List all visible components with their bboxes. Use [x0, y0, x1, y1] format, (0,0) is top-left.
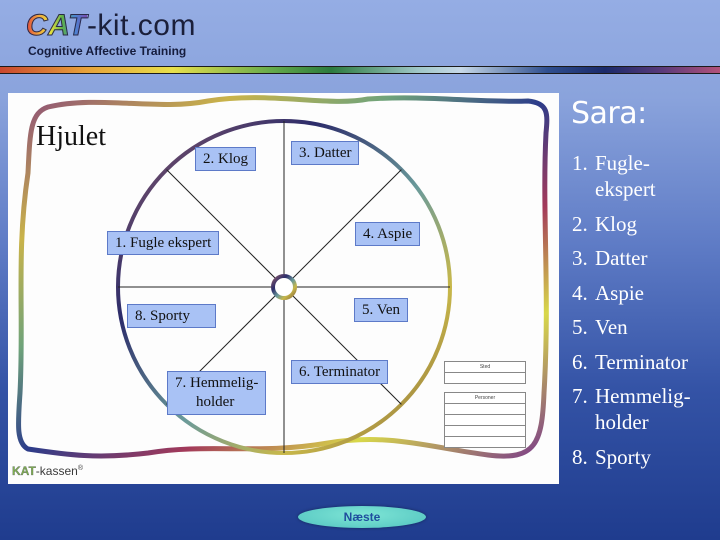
list-item: 2.Klog — [572, 211, 637, 236]
segment-label-3: 3. Datter — [291, 141, 360, 165]
segment-label-6: 6. Terminator — [291, 360, 389, 384]
list-item: 8.Sporty — [572, 444, 652, 469]
list-item: 3.Datter — [572, 246, 648, 270]
segment-label-1: 1. Fugle ekspert — [107, 231, 220, 255]
segment-label-2: 2. Klog — [195, 147, 256, 171]
list-item: 1.Fugle-ekspert — [572, 151, 656, 201]
place-form: Sted — [444, 361, 526, 384]
list-item: 4.Aspie — [572, 280, 644, 305]
list-item: 5.Ven — [572, 315, 628, 339]
logo-tagline: Cognitive Affective Training — [28, 44, 187, 58]
cat-kit-logo: CAT-kit.com Cognitive Affective Training — [26, 9, 196, 58]
list-item: 6.Terminator — [572, 349, 688, 374]
wheel-worksheet-image: Hjulet 1. Fugle ekspert 2. Klog 3. Datte… — [8, 93, 559, 484]
logo-wordmark: CAT-kit.com — [26, 9, 196, 42]
place-form-header: Sted — [445, 362, 525, 373]
worksheet-title: Hjulet — [36, 121, 106, 152]
next-button[interactable]: Næste — [298, 506, 426, 528]
rainbow-frame — [15, 95, 550, 459]
rainbow-divider — [0, 66, 720, 74]
segment-label-7: 7. Hemmelig- holder — [167, 371, 267, 415]
wheel-hub — [271, 274, 297, 300]
segment-label-4: 4. Aspie — [355, 222, 421, 246]
sidebar-title: Sara: — [571, 96, 647, 131]
sidebar-list: 1.Fugle-ekspert 2.Klog 3.Datter 4.Aspie … — [572, 150, 691, 478]
kat-kassen-brand: KAT-kassen® — [12, 464, 83, 478]
list-item: 7.Hemmelig-holder — [572, 384, 691, 434]
persons-form: Personer — [444, 392, 526, 448]
persons-form-header: Personer — [445, 393, 525, 404]
segment-label-5: 5. Ven — [354, 298, 409, 322]
segment-label-8: 8. Sporty — [127, 304, 217, 328]
